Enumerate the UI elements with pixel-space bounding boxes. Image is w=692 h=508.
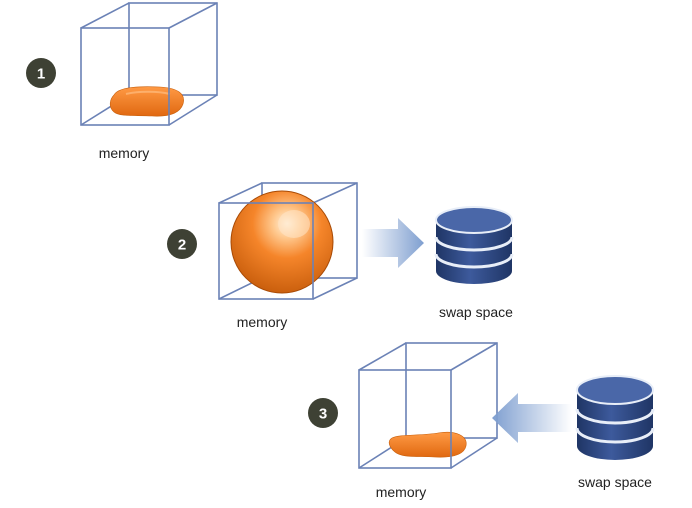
step-number-badge: 2 xyxy=(167,229,197,259)
step-number-badge: 3 xyxy=(308,398,338,428)
step-3: 3 memory swap space xyxy=(308,342,655,500)
step-number: 2 xyxy=(178,237,186,254)
step-number: 3 xyxy=(319,406,327,423)
step-1: 1 memory xyxy=(26,2,218,161)
cube-icon xyxy=(80,2,218,126)
swap-space-label: swap space xyxy=(578,474,652,490)
step-number-badge: 1 xyxy=(26,58,56,88)
arrow-left-icon xyxy=(492,393,572,443)
memory-label: memory xyxy=(376,484,427,500)
memory-label: memory xyxy=(99,145,150,161)
step-2: 2 memory swap space xyxy=(167,182,514,330)
step-number: 1 xyxy=(37,66,45,83)
memory-blob-icon xyxy=(388,431,467,458)
swap-space-label: swap space xyxy=(439,304,513,320)
arrow-right-icon xyxy=(362,218,424,268)
database-icon xyxy=(434,206,514,284)
cube-icon xyxy=(358,342,498,469)
database-icon xyxy=(575,375,655,460)
memory-label: memory xyxy=(237,314,288,330)
sphere-icon xyxy=(230,190,334,294)
